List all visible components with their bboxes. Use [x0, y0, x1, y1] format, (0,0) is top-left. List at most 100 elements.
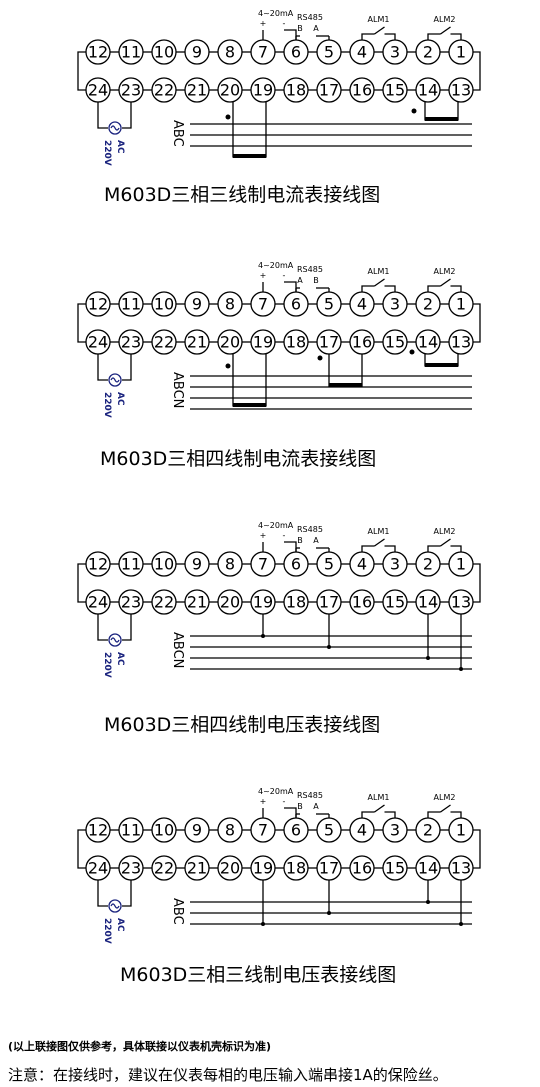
ac-voltage-label: 220V — [102, 918, 112, 944]
terminal-label: 14 — [418, 859, 438, 878]
junction-dot — [327, 645, 331, 649]
junction-dot — [426, 656, 430, 660]
ac-supply-wire — [122, 880, 132, 907]
terminal-label: 13 — [451, 593, 471, 612]
alarm2-wire — [427, 33, 441, 40]
terminal-circle — [85, 551, 111, 577]
terminal-label: 20 — [220, 333, 240, 352]
terminal-circle — [184, 77, 210, 103]
rs485-label: RS485 — [297, 13, 323, 22]
junction-dot — [459, 667, 463, 671]
terminal-circle — [217, 551, 243, 577]
terminal-label: 20 — [220, 859, 240, 878]
alarm2-wire — [427, 811, 441, 818]
terminal-label: 18 — [286, 333, 306, 352]
ac-source-icon — [108, 121, 122, 135]
terminal-label: 12 — [88, 821, 108, 840]
terminal-circle — [85, 817, 111, 843]
alarm1-contact — [374, 26, 385, 35]
diagram-caption: M603D三相三线制电压表接线图 — [120, 964, 397, 986]
terminal-label: 10 — [154, 821, 174, 840]
terminal-circle — [184, 855, 210, 881]
alarm1-wire — [384, 545, 396, 552]
phase-labels: ABC — [170, 120, 185, 147]
rs485-port-label: B — [297, 536, 303, 545]
terminal-label: 2 — [423, 555, 433, 574]
reference-note: (以上联接图仅供参考，具体联接以仪表机壳标识为准) — [8, 1040, 272, 1053]
ac-wave-icon — [110, 903, 120, 909]
terminal-label: 5 — [324, 555, 334, 574]
alarm1-contact — [374, 278, 385, 287]
terminal-circle — [151, 589, 177, 615]
alarm2-label: ALM2 — [434, 15, 456, 24]
terminal-label: 14 — [418, 593, 438, 612]
alarm1-label: ALM1 — [368, 15, 390, 24]
terminal-label: 8 — [225, 555, 235, 574]
rs485-port-label: B — [297, 802, 303, 811]
terminal-label: 18 — [286, 81, 306, 100]
terminal-label: 9 — [192, 821, 202, 840]
analog-output-label: 4~20mA — [258, 787, 294, 796]
junction-dot — [327, 911, 331, 915]
ct-wire — [328, 354, 363, 387]
terminal-loop-left — [77, 563, 86, 603]
ac-supply-wire — [97, 880, 108, 907]
terminal-label: 12 — [88, 43, 108, 62]
terminal-label: 4 — [357, 821, 367, 840]
ac-voltage-label: 220V — [102, 140, 112, 166]
terminal-circle — [151, 291, 177, 317]
terminal-circle — [184, 329, 210, 355]
terminal-label: 20 — [220, 593, 240, 612]
analog-minus-label: - — [283, 797, 286, 806]
terminal-label: 2 — [423, 43, 433, 62]
rs485-port-label: A — [313, 536, 319, 545]
terminal-label: 6 — [291, 43, 301, 62]
alarm2-label: ALM2 — [434, 267, 456, 276]
alarm2-contact — [440, 278, 451, 287]
ac-source-icon — [108, 373, 122, 387]
ac-label: AC — [115, 918, 125, 932]
terminal-label: 15 — [385, 333, 405, 352]
analog-wire — [284, 541, 297, 552]
alarm1-wire — [384, 811, 396, 818]
terminal-label: 13 — [451, 81, 471, 100]
terminal-label: 9 — [192, 295, 202, 314]
terminal-label: 3 — [390, 43, 400, 62]
terminal-circle — [382, 855, 408, 881]
junction-dot — [261, 922, 265, 926]
terminal-label: 19 — [253, 333, 273, 352]
terminal-label: 17 — [319, 333, 339, 352]
terminal-circle — [316, 77, 342, 103]
terminal-label: 5 — [324, 295, 334, 314]
terminal-label: 3 — [390, 295, 400, 314]
terminal-label: 1 — [456, 555, 466, 574]
terminal-label: 21 — [187, 593, 207, 612]
analog-minus-label: - — [283, 531, 286, 540]
alarm2-contact — [440, 26, 451, 35]
alarm1-wire — [361, 285, 375, 292]
terminal-circle — [184, 589, 210, 615]
terminal-label: 21 — [187, 81, 207, 100]
terminal-label: 23 — [121, 859, 141, 878]
terminal-circle — [151, 39, 177, 65]
terminal-label: 11 — [121, 43, 141, 62]
analog-wire — [284, 29, 297, 40]
phase-labels: ABCN — [170, 372, 185, 408]
terminal-circle — [217, 39, 243, 65]
terminal-label: 17 — [319, 593, 339, 612]
junction-dot — [261, 634, 265, 638]
terminal-circle — [85, 291, 111, 317]
terminal-label: 10 — [154, 43, 174, 62]
ac-supply-wire — [122, 354, 132, 381]
alarm2-wire — [450, 33, 462, 40]
terminal-label: 6 — [291, 555, 301, 574]
analog-plus-label: + — [260, 797, 267, 806]
diagram-caption: M603D三相四线制电压表接线图 — [104, 714, 381, 736]
terminal-label: 16 — [352, 333, 372, 352]
terminal-loop-right — [473, 829, 481, 869]
terminal-label: 4 — [357, 43, 367, 62]
terminal-circle — [118, 551, 144, 577]
junction-dot — [426, 900, 430, 904]
terminal-label: 23 — [121, 593, 141, 612]
